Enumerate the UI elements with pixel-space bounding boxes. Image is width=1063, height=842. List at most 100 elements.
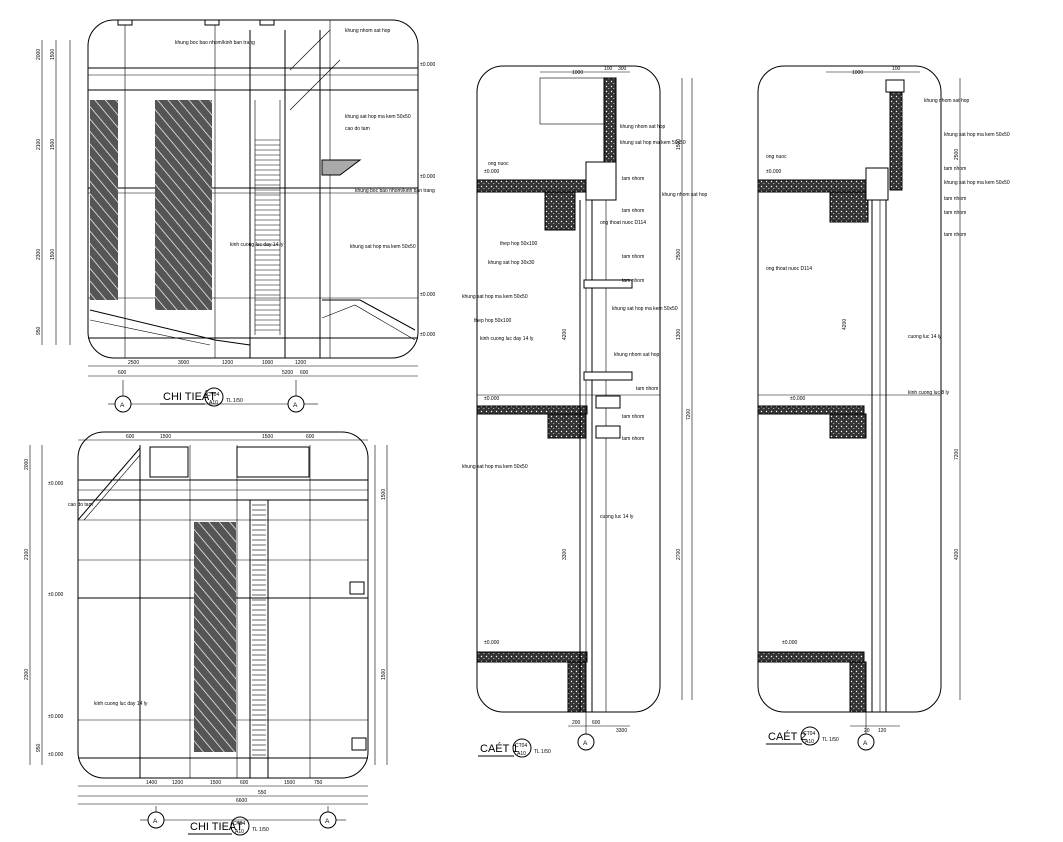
dim-label: 6600 [236,798,247,804]
scale-label: TL 1/50 [252,827,269,833]
dim-label: 600 [240,780,249,786]
sheet-ref: A10 [209,400,218,406]
annotation: kinh cuong luc 8 ly [908,390,950,396]
level-mark: ±0.000 [48,752,63,758]
detail-tag-number: CT04 [515,743,527,749]
section-1: 1500 2500 1300 2700 7200 4200 3300 ±0.00… [462,65,708,758]
detail-tag [800,726,820,746]
detail-tag [512,738,532,758]
level-mark: ±0.000 [766,169,781,175]
dim-label: 7200 [686,409,692,420]
annotation: khung sat hop ma kem 50x50 [462,464,528,470]
annotation: khung nhom sat hop [345,28,391,34]
annotation: khung sat hop ma kem 50x50 [944,180,1010,186]
dim-label: 600 [300,370,309,376]
dim-label: 750 [314,780,323,786]
ladder-rungs [252,504,266,756]
annotation: khung sat hop ma kem 50x50 [462,294,528,300]
dim-label: 600 [118,370,127,376]
dim-label: 2000 [36,49,42,60]
level-mark: ±0.000 [484,169,499,175]
dim-label: 950 [36,326,42,335]
dim-label: 2100 [24,549,30,560]
annotation: tam nhom [622,436,644,442]
annotation: tam nhom [636,386,658,392]
detail-tag-number: CT04 [233,821,245,827]
dim-label: 600 [126,434,135,440]
ladder [254,100,281,335]
section-title: CAÉT 2 [768,730,806,743]
level-mark: ±0.000 [484,396,499,402]
dim-label: 3000 [178,360,189,366]
dim-label: 1500 [50,49,56,60]
slab [757,179,885,193]
annotation: kinh cuong luc day 14 ly [480,336,534,342]
annotation: tam nhom [944,210,966,216]
annotation: ong nuoc [766,154,787,160]
level-mark: ±0.000 [420,332,435,338]
section-2: 2500 7200 4200 4200 1000 100 ±0.000 ±0.0… [757,65,1010,751]
annotation: tam nhom [944,166,966,172]
beam [829,191,869,223]
annotation: cao do tam [345,126,370,132]
wall [889,79,903,191]
dim-label: 1000 [262,360,273,366]
dim-label: 1500 [50,139,56,150]
sheet-ref: A10 [805,739,814,745]
dim-label: 4200 [954,549,960,560]
dim-label: 2500 [128,360,139,366]
detail-tag-number: CT04 [207,392,219,398]
annotation: khung sat hop ma kem 50x50 [620,140,686,146]
glass-panel [194,522,236,752]
slab [476,651,588,663]
annotation: thep hop 50x100 [500,241,537,247]
detail-frame [87,19,419,359]
dim-label: 7200 [954,449,960,460]
section-title: CAÉT 1 [480,742,518,755]
dim-label: 1400 [146,780,157,786]
dim-label: 5200 [282,370,293,376]
annotation: khung boc bao nhom/kinh ban trang [355,188,435,194]
grid-label: A [293,402,298,409]
detail-title: CHI TIEÁT [190,820,243,833]
dim-label: 1200 [222,360,233,366]
annotation: cao do tam [68,502,93,508]
annotation: khung nhom sat hop [662,192,708,198]
slab [476,405,588,415]
annotation: tam nhom [622,176,644,182]
dim-label: 1500 [381,669,387,680]
annotation: tam nhom [622,254,644,260]
annotation: khung sat hop 30x30 [488,260,535,266]
dim-label: 1200 [172,780,183,786]
ladder-rungs [255,139,280,331]
level-mark: ±0.000 [420,292,435,298]
annotation: khung sat hop ma kem 50x50 [350,244,416,250]
dim-label: 3300 [562,549,568,560]
dim-label: 4200 [562,329,568,340]
dim-label: 2000 [24,459,30,470]
scale-label: TL 1/50 [822,737,839,743]
annotation: thep hop 50x100 [474,318,511,324]
slab [757,405,865,415]
glass-panel [155,100,212,310]
level-mark: ±0.000 [420,174,435,180]
annotation: cuong luc 14 ly [600,514,634,520]
level-mark: ±0.000 [484,640,499,646]
slab [757,651,865,663]
grid-bubble [577,733,595,751]
dim-label: 2700 [676,549,682,560]
annotation: tam nhom [622,208,644,214]
level-mark: ±0.000 [420,62,435,68]
dim-label: 1500 [381,489,387,500]
dim-label: 1500 [160,434,171,440]
annotation: khung nhom sat hop [924,98,970,104]
level-mark: ±0.000 [48,481,63,487]
grid-label: A [583,740,588,747]
grid-label: A [120,402,125,409]
annotation: khung sat hop ma kem 50x50 [345,114,411,120]
dim-label: 2500 [954,149,960,160]
beam [544,191,576,231]
dim-label: 120 [878,728,887,734]
annotation: khung sat hop ma kem 50x50 [944,132,1010,138]
